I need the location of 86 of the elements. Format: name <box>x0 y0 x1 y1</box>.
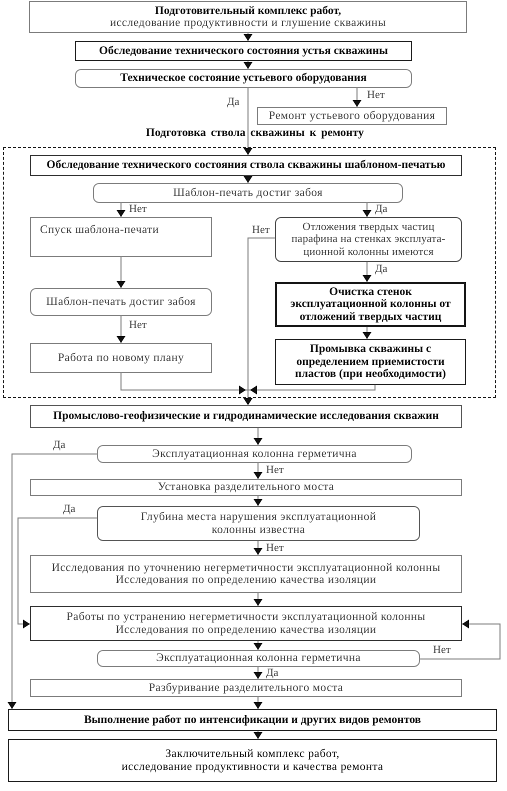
arrow <box>18 518 98 628</box>
arrow <box>116 256 126 288</box>
box-text: Эксплуатационная колонна герметична <box>156 652 361 665</box>
arrow <box>254 640 262 650</box>
section-heading: Подготовка ствола скважины к ремонту <box>146 126 364 140</box>
process-box <box>257 107 447 125</box>
process-box <box>30 405 462 428</box>
arrow <box>420 620 500 660</box>
box-text: Спуск шаблона-печати <box>40 224 159 236</box>
edge-label: Да <box>374 264 388 275</box>
arrow <box>362 202 372 218</box>
arrow <box>362 262 372 282</box>
box-text: Шаблон-печать достиг забоя <box>46 296 196 308</box>
box-text: Исследования по определению качества изоляции <box>116 574 376 586</box>
edge-label: Да <box>226 97 240 108</box>
decision-box <box>97 650 420 667</box>
box-text: Обследование технического состояния ствола скважины шаблоном-печатью <box>46 159 446 172</box>
box-text: Заключительный комплекс работ, <box>165 748 340 760</box>
decision-box <box>275 217 462 262</box>
box-text: исследование продуктивности и качества ремонта <box>122 760 384 773</box>
arrow <box>254 462 262 480</box>
arrow <box>116 316 126 344</box>
process-box <box>75 41 412 61</box>
arrow <box>254 730 262 740</box>
arrow <box>116 202 126 218</box>
box-text: Промыслово-геофизические и гидродинамические исследования скважин <box>53 410 439 423</box>
edge-label: Нет <box>128 204 148 215</box>
edge-label: Нет <box>128 320 148 331</box>
process-box <box>30 217 212 257</box>
arrow <box>254 696 262 710</box>
arrow <box>362 326 372 340</box>
process-box <box>30 555 462 593</box>
arrow <box>244 60 252 70</box>
box-text: Ремонт устьевого оборудования <box>268 110 436 122</box>
process-box <box>275 339 466 385</box>
box-text: Работы по устранению негерметичности эксплуатационной колонны <box>66 611 426 624</box>
edge-label: Нет <box>265 465 285 476</box>
box-text: Глубина места нарушения эксплуатационной колонны известна <box>140 511 378 536</box>
arrow <box>254 592 262 606</box>
edge-label: Да <box>62 504 76 515</box>
arrow <box>244 88 252 156</box>
decision-box <box>75 69 412 88</box>
edge-label: Нет <box>251 225 271 236</box>
box-text: Установка разделительного моста <box>158 481 334 494</box>
arrow <box>352 88 362 108</box>
process-box <box>30 479 462 496</box>
process-box <box>8 739 497 782</box>
box-text: Промывка скважины с определением приемистости пластов (при необходимости) <box>294 343 447 381</box>
box-text: Подготовительный комплекс работ, <box>154 4 342 17</box>
arrow <box>254 666 262 680</box>
process-box <box>275 282 466 327</box>
box-text: Эксплуатационная колонна герметична <box>152 448 357 460</box>
decision-box <box>97 506 420 541</box>
process-box <box>30 343 212 373</box>
arrow <box>254 428 262 446</box>
arrow <box>244 32 252 42</box>
edge-label: Да <box>52 440 66 451</box>
process-box <box>30 155 462 176</box>
box-text: Исследования по определению качества изоляции <box>116 624 376 636</box>
box-text: Разбуривание разделительного моста <box>148 682 344 694</box>
edge-label: Нет <box>432 645 452 656</box>
edge-label: Да <box>265 668 280 679</box>
box-text: Работа по новому плану <box>58 352 184 364</box>
arrow <box>254 496 262 506</box>
decision-box <box>93 183 403 203</box>
process-box <box>29 1 467 33</box>
box-text: Обследование технического состояния устья скважины <box>99 44 388 58</box>
box-text: Отложения твердых частиц парафина на стенках эксплуата-ционной колонны имеются <box>290 220 446 258</box>
process-box <box>30 606 462 641</box>
box-text: Выполнение работ по интенсификации и других видов ремонтов <box>84 714 422 726</box>
arrow <box>254 540 262 556</box>
edge-label: Нет <box>265 543 285 554</box>
arrow <box>244 176 252 184</box>
box-text: Шаблон-печать достиг забоя <box>173 186 323 200</box>
decision-box <box>30 288 212 316</box>
process-box <box>8 709 497 731</box>
process-box <box>30 679 462 697</box>
decision-box <box>97 445 412 463</box>
box-text: Исследования по уточнению негерметичности эксплуатационной колонны <box>52 562 440 574</box>
arrow <box>8 454 98 710</box>
edge-label: Нет <box>366 90 386 101</box>
box-text: Техническое состояние устьевого оборудования <box>120 72 367 85</box>
arrow <box>244 384 376 406</box>
edge-label: Да <box>374 204 388 215</box>
box-text: Очистка стенок эксплуатационной колонны от отложений твердых частиц <box>289 286 452 324</box>
box-text: исследование продуктивности и глушение скважины <box>110 17 386 30</box>
